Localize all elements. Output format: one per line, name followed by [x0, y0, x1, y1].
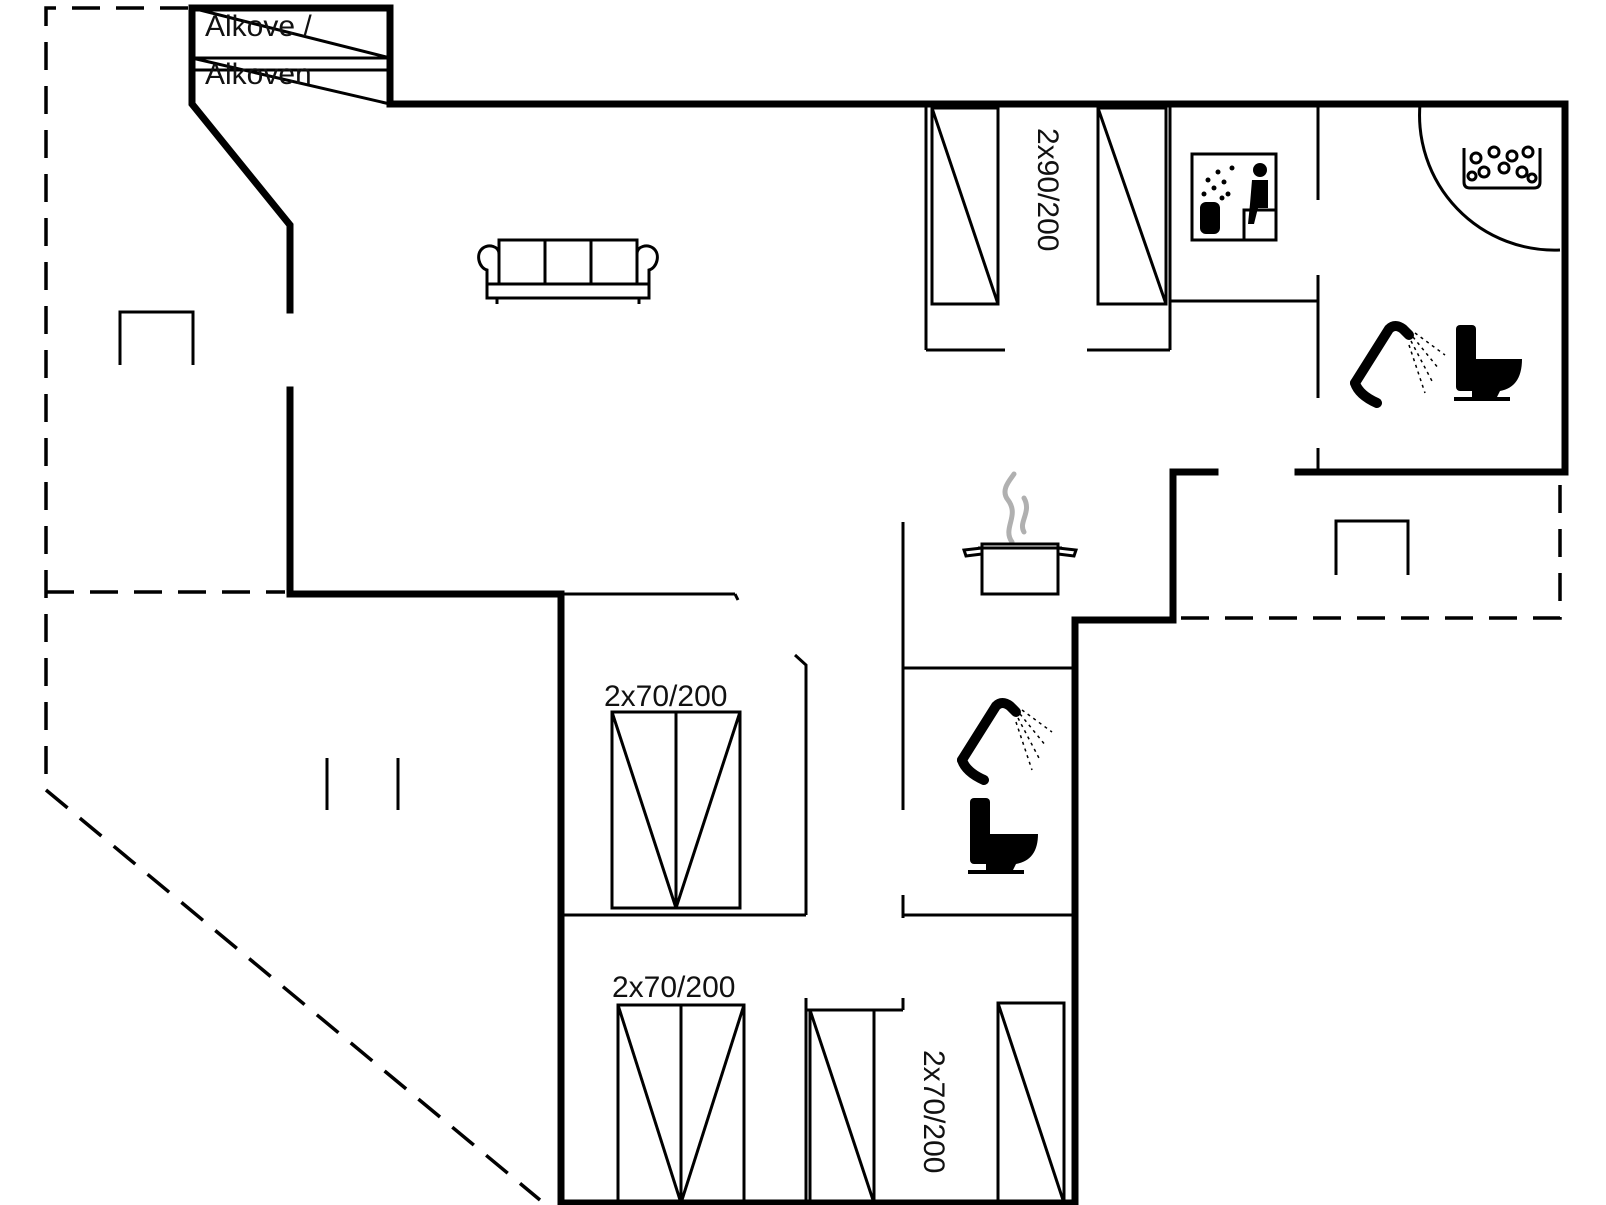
bed-lower-left [616, 1003, 746, 1205]
bed-size-label-lower-left: 2x70/200 [612, 971, 735, 1004]
alcove-bed [191, 6, 391, 106]
terrace-table-left [118, 310, 195, 365]
shower-icon [1350, 321, 1446, 408]
bed-top-left [930, 106, 1000, 306]
bed-middle [610, 710, 742, 910]
cooking-pot-icon [961, 471, 1079, 596]
sauna-icon [1190, 152, 1278, 242]
toilet-icon [968, 798, 1038, 874]
bed-lower-right-a [808, 1008, 876, 1205]
bed-lower-right-b [996, 1001, 1066, 1205]
sofa-icon [477, 238, 659, 304]
bed-top-right [1096, 106, 1168, 306]
alcove-label-line2: Alkoven [205, 58, 312, 91]
terrace-table-right [1334, 519, 1410, 575]
whirlpool-icon [1462, 145, 1542, 190]
terrace-outline [44, 6, 1562, 1202]
bed-size-label-top: 2x90/200 [1031, 128, 1064, 251]
walls [188, 4, 1569, 1205]
interior-walls [561, 103, 1561, 1203]
bed-size-label-lower-right: 2x70/200 [917, 1050, 950, 1173]
shower-icon [957, 698, 1053, 785]
bed-size-label-middle: 2x70/200 [604, 680, 727, 713]
toilet-icon [1454, 325, 1522, 401]
alcove-label-line1: Alkove / [205, 10, 312, 43]
